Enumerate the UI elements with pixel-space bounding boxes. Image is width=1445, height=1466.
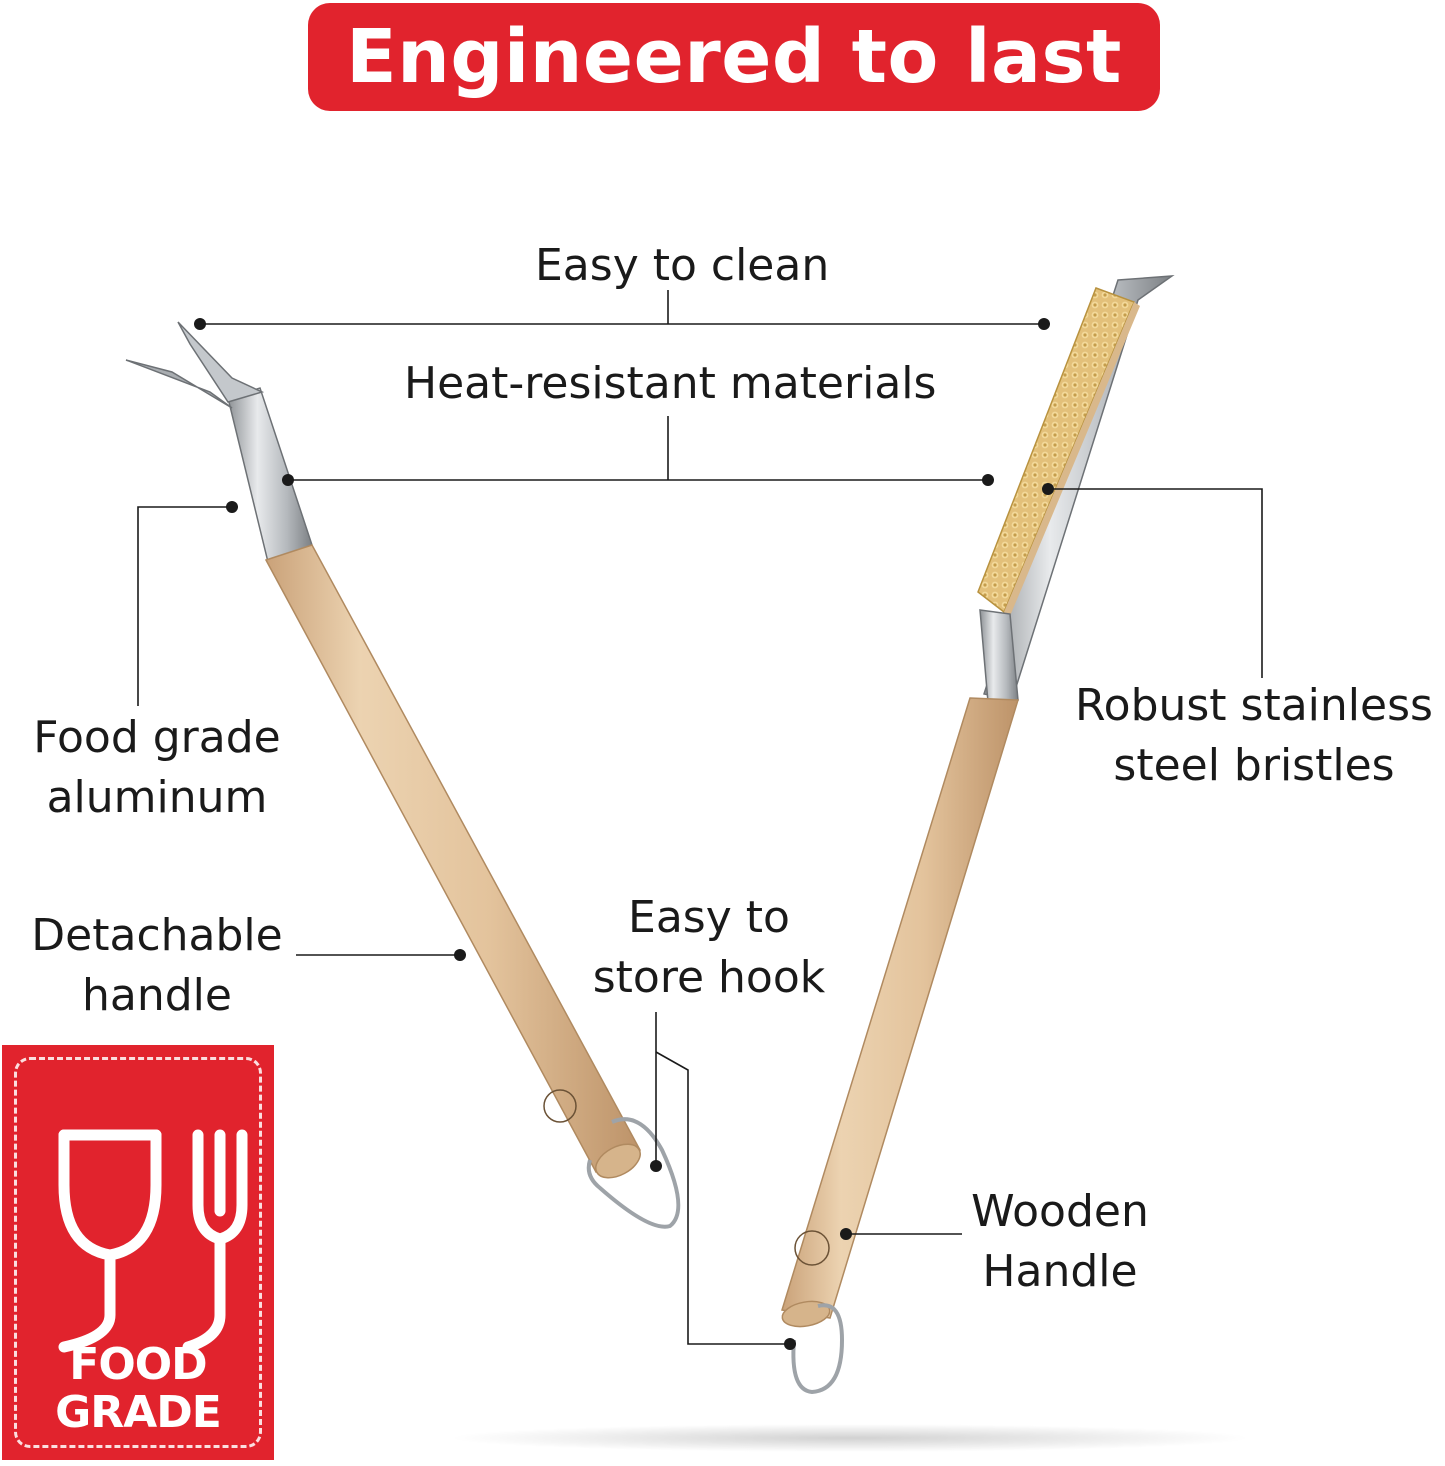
scraper-wood-handle <box>264 544 642 1173</box>
scraper-metal-head <box>227 387 313 564</box>
scraper-prong-right <box>177 321 265 403</box>
brush-wood-handle <box>781 697 1019 1319</box>
badge-line-food: FOOD <box>69 1339 207 1390</box>
callout-wooden-handle: Wooden Handle <box>971 1186 1149 1297</box>
scraper-hanging-ring <box>586 1117 681 1229</box>
brush-bristle-block <box>977 287 1135 614</box>
floor-shadow <box>450 1424 1250 1452</box>
callout-easy-store-hook: Easy to store hook <box>592 892 826 1003</box>
food-grade-badge: FOOD GRADE <box>2 1045 274 1460</box>
callout-dots <box>194 318 1054 1350</box>
headline-banner: Engineered to last <box>308 3 1160 111</box>
callout-robust-bristles: Robust stainless steel bristles <box>1075 680 1433 791</box>
callout-lines <box>137 290 1263 1345</box>
badge-line-grade: GRADE <box>55 1387 222 1438</box>
headline-title: Engineered to last <box>346 14 1122 100</box>
brush-engraving <box>794 1230 830 1266</box>
callout-easy-to-clean: Easy to clean <box>535 240 830 291</box>
scraper-prong-left <box>125 359 233 409</box>
brush-tool <box>781 275 1175 1395</box>
brush-hanging-ring <box>791 1303 845 1395</box>
callout-food-grade-aluminum: Food grade aluminum <box>33 712 281 823</box>
callout-detachable-handle: Detachable handle <box>31 910 283 1021</box>
badge-dashed-border <box>14 1057 262 1448</box>
cup-and-fork-icon <box>58 1129 248 1353</box>
scraper-engraving <box>543 1089 577 1123</box>
callout-heat-resistant: Heat-resistant materials <box>404 358 937 409</box>
scraper-tool <box>125 321 681 1229</box>
